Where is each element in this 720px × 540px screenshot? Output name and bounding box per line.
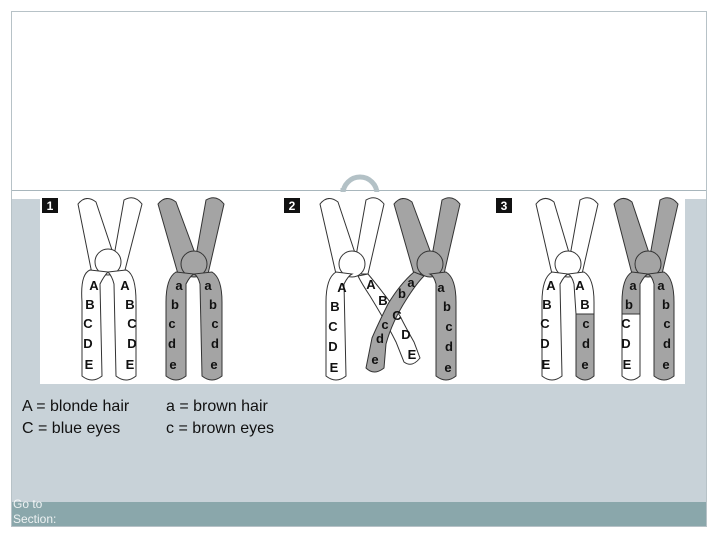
title-area: [12, 12, 706, 190]
gene-label: E: [408, 347, 417, 362]
gene-label: A: [575, 278, 585, 293]
gene-label: E: [623, 357, 632, 372]
gene-label: D: [83, 336, 92, 351]
gene-label: A: [546, 278, 556, 293]
gene-label: b: [443, 299, 451, 314]
gene-label: d: [376, 331, 384, 346]
gene-label: d: [445, 339, 453, 354]
panel-1-white-chromosome: [77, 197, 143, 381]
slide-frame: [11, 11, 707, 527]
gene-label: c: [211, 316, 218, 331]
panel-1-gene-labels: A B C D E A B C D E a b c d e a b c d e: [83, 278, 219, 372]
gene-label: e: [210, 357, 217, 372]
gene-label: C: [621, 316, 631, 331]
legend-item: C = blue eyes: [22, 420, 121, 437]
gene-label: d: [168, 336, 176, 351]
gene-label: e: [662, 357, 669, 372]
goto-section-link[interactable]: Go to Section:: [13, 497, 57, 526]
divider-line: [12, 190, 706, 191]
gene-label: a: [629, 278, 637, 293]
gene-label: d: [211, 336, 219, 351]
gene-label: d: [663, 336, 671, 351]
gene-label: c: [663, 316, 670, 331]
panel-3-number: 3: [496, 198, 512, 213]
gene-label: a: [657, 278, 665, 293]
panel-2-label: 2: [289, 199, 296, 213]
gene-label: e: [371, 352, 378, 367]
gene-label: C: [392, 308, 402, 323]
panel-3-chromosome-1: [535, 197, 599, 381]
legend-item: A = blonde hair: [22, 398, 130, 415]
gene-label: D: [127, 336, 136, 351]
gene-label: c: [381, 317, 388, 332]
gene-label: C: [540, 316, 550, 331]
gene-label: b: [209, 297, 217, 312]
gene-label: a: [437, 280, 445, 295]
gene-label: a: [407, 275, 415, 290]
gene-label: e: [169, 357, 176, 372]
gene-label: D: [401, 327, 410, 342]
gene-label: A: [120, 278, 130, 293]
panel-1-label: 1: [47, 199, 54, 213]
gene-label: E: [85, 357, 94, 372]
gene-label: B: [542, 297, 551, 312]
gene-label: E: [126, 357, 135, 372]
gene-label: c: [168, 316, 175, 331]
gene-label: D: [621, 336, 630, 351]
panel-1-number: 1: [42, 198, 58, 213]
gene-label: A: [89, 278, 99, 293]
gene-label: E: [542, 357, 551, 372]
gene-label: C: [127, 316, 137, 331]
panel-2-number: 2: [284, 198, 300, 213]
crossing-over-diagram: 1 2 3 A B C D E A: [40, 192, 685, 384]
gene-label: e: [444, 360, 451, 375]
gene-label: e: [581, 357, 588, 372]
gene-label: B: [378, 293, 387, 308]
panel-2-gray-chromosome: [365, 197, 461, 381]
legend-dominant: A = blonde hair C = blue eyes: [22, 396, 129, 440]
gene-label: a: [175, 278, 183, 293]
gene-label: D: [328, 339, 337, 354]
gene-label: b: [625, 297, 633, 312]
panel-2-gene-labels: A B C D E A B C d e a b c D E a b c d e: [328, 275, 453, 375]
gene-label: b: [171, 297, 179, 312]
gene-label: c: [445, 319, 452, 334]
panel-1-gray-chromosome: [157, 197, 225, 381]
gene-label: B: [85, 297, 94, 312]
legend-recessive: a = brown hair c = brown eyes: [166, 396, 274, 440]
gene-label: C: [83, 316, 93, 331]
crossing-over-svg: 1 2 3 A B C D E A: [42, 197, 679, 381]
gene-label: a: [204, 278, 212, 293]
gene-label: D: [540, 336, 549, 351]
legend-item: c = brown eyes: [166, 420, 275, 437]
gene-label: B: [330, 299, 339, 314]
gene-label: b: [662, 297, 670, 312]
panel-3-label: 3: [501, 199, 508, 213]
gene-label: A: [337, 280, 347, 295]
gene-label: C: [328, 319, 338, 334]
footer-bar: [12, 502, 706, 526]
legend-item: a = brown hair: [166, 398, 268, 415]
gene-label: c: [582, 316, 589, 331]
gene-label: B: [125, 297, 134, 312]
panel-3-gene-labels: A B C D E A B c d e a b C D E a b c d e: [540, 278, 671, 372]
gene-label: A: [366, 277, 376, 292]
panel-3-chromosome-2: [613, 197, 679, 381]
gene-label: d: [582, 336, 590, 351]
gene-label: b: [398, 286, 406, 301]
gene-label: B: [580, 297, 589, 312]
gene-label: E: [330, 360, 339, 375]
